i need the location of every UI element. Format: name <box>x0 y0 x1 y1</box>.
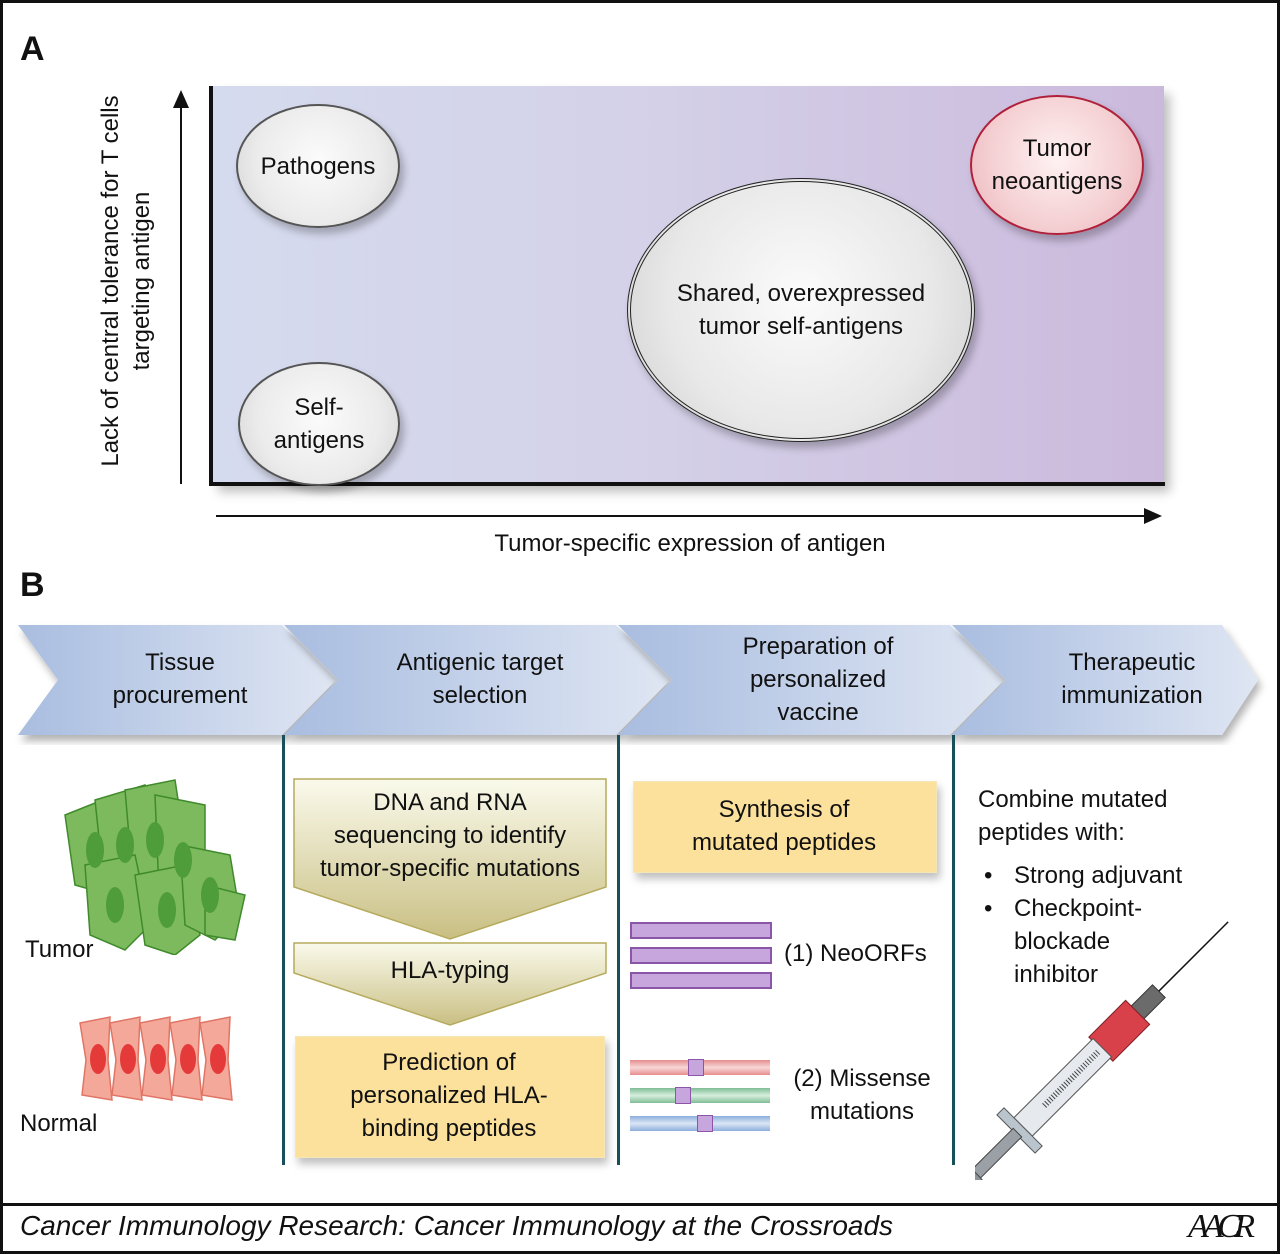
step-4-line1: Therapeutic <box>1068 649 1196 676</box>
missense-line2: mutations <box>809 1098 915 1125</box>
sequencing-arrow <box>293 778 607 940</box>
neoorfs-label: (1) NeoORFs <box>784 940 927 967</box>
neoorf-bar-3 <box>630 972 772 989</box>
missense-line1: (2) Missense <box>793 1065 931 1092</box>
process-chevrons <box>18 625 1258 735</box>
step-1-label: Tissue procurement <box>60 646 300 712</box>
tumor-label: Tumor <box>25 936 94 963</box>
bullet-icon: • <box>984 862 993 889</box>
footer-journal-title: Cancer Immunology Research: Cancer Immun… <box>20 1210 894 1241</box>
tumor-cells-icon <box>64 779 246 955</box>
selection-arrows <box>293 778 607 1026</box>
y-axis-label: Lack of central tolerance for T cells ta… <box>95 71 165 491</box>
synthesis-box <box>633 781 937 873</box>
step-1-line1: Tissue <box>145 649 215 676</box>
column-divider-2 <box>617 735 620 1165</box>
pathogens-label: Pathogens <box>260 152 376 180</box>
chevron-step-1 <box>18 625 336 735</box>
prediction-line3: binding peptides <box>361 1115 537 1142</box>
normal-cells-icon <box>79 1016 233 1101</box>
column-divider-3 <box>952 735 955 1165</box>
step-3-line1: Preparation of <box>742 633 894 660</box>
sequencing-line2: sequencing to identify <box>333 822 567 849</box>
y-axis-label-line1: Lack of central tolerance for T cells <box>97 95 124 467</box>
panel-a-label: A <box>20 30 45 68</box>
x-axis-arrow-icon <box>216 508 1162 524</box>
normal-label: Normal <box>20 1110 98 1137</box>
missense-bar-blue <box>630 1115 770 1132</box>
ellipse-tumor-neoantigens: Tumor neoantigens <box>970 95 1144 235</box>
step-3-line3: vaccine <box>777 699 859 726</box>
y-axis-arrow-icon <box>173 90 189 484</box>
missense-label: (2) Missense mutations <box>782 1062 942 1128</box>
neoantigens-label-line2: neoantigens <box>991 168 1123 195</box>
bullet-item: • Checkpoint- blockade inhibitor <box>984 892 1182 991</box>
step-1-line2: procurement <box>112 682 248 709</box>
bullet-line: Checkpoint- <box>1014 895 1143 922</box>
mutation-marker <box>688 1059 704 1076</box>
shared-label-line2: tumor self-antigens <box>698 313 904 340</box>
neoorf-bar-2 <box>630 947 772 964</box>
chevron-step-4 <box>952 625 1258 735</box>
self-antigens-label-line2: antigens <box>273 427 365 454</box>
footer-separator <box>0 1203 1280 1206</box>
x-axis-label: Tumor-specific expression of antigen <box>494 530 886 557</box>
syringe-icon <box>975 921 1229 1180</box>
sequencing-text: DNA and RNA sequencing to identify tumor… <box>294 786 606 885</box>
column-divider-1 <box>282 735 285 1165</box>
self-antigens-label-line1: Self- <box>294 394 344 421</box>
prediction-line2: personalized HLA- <box>350 1082 548 1109</box>
sequencing-line1: DNA and RNA <box>373 789 527 816</box>
step-3-label: Preparation of personalized vaccine <box>680 630 956 729</box>
sequencing-line3: tumor-specific mutations <box>319 855 581 882</box>
chevron-step-2 <box>284 625 670 735</box>
bullet-line: inhibitor <box>1014 961 1099 988</box>
step-2-line2: selection <box>432 682 528 709</box>
plot-left-border <box>209 86 213 486</box>
missense-bar-green <box>630 1087 770 1104</box>
hla-typing-text: HLA-typing <box>390 957 510 984</box>
prediction-text: Prediction of personalized HLA- binding … <box>295 1046 603 1145</box>
step-4-label: Therapeutic immunization <box>1010 646 1254 712</box>
neoorf-bar-1 <box>630 922 772 939</box>
step-3-line2: personalized <box>749 666 887 693</box>
bullet-text: Checkpoint- blockade inhibitor <box>1014 892 1142 991</box>
hla-typing-arrow <box>293 942 607 1026</box>
immunization-intro: Combine mutated peptides with: <box>978 783 1167 849</box>
bullet-item: • Strong adjuvant <box>984 859 1182 892</box>
immunization-bullets: • Strong adjuvant • Checkpoint- blockade… <box>984 859 1182 991</box>
plot-bottom-border <box>209 482 1165 486</box>
missense-bar-red <box>630 1059 770 1076</box>
prediction-line1: Prediction of <box>382 1049 516 1076</box>
neoantigens-label-line1: Tumor <box>1022 135 1092 162</box>
synthesis-line1: Synthesis of <box>718 796 850 823</box>
ellipse-pathogens: Pathogens <box>236 104 400 228</box>
bullet-line: blockade <box>1014 928 1111 955</box>
step-2-line1: Antigenic target <box>396 649 564 676</box>
panel-b-label: B <box>20 566 45 604</box>
intro-line1: Combine mutated <box>978 786 1168 813</box>
prediction-box <box>295 1036 605 1158</box>
synthesis-text: Synthesis of mutated peptides <box>633 793 935 859</box>
chevron-step-3 <box>618 625 1004 735</box>
ellipse-self-antigens: Self- antigens <box>238 362 400 486</box>
intro-line2: peptides with: <box>978 819 1125 846</box>
ellipse-shared-overexpressed: Shared, overexpressed tumor self-antigen… <box>627 178 975 442</box>
shared-label-line1: Shared, overexpressed <box>676 280 926 307</box>
step-4-line2: immunization <box>1061 682 1203 709</box>
bullet-text: Strong adjuvant <box>1014 862 1183 889</box>
mutation-marker <box>675 1087 691 1104</box>
aacr-logo: AACR <box>1188 1208 1255 1245</box>
bullet-icon: • <box>984 895 993 922</box>
y-axis-label-line2: targeting antigen <box>128 191 155 371</box>
synthesis-line2: mutated peptides <box>691 829 877 856</box>
mutation-marker <box>697 1115 713 1132</box>
step-2-label: Antigenic target selection <box>340 646 620 712</box>
